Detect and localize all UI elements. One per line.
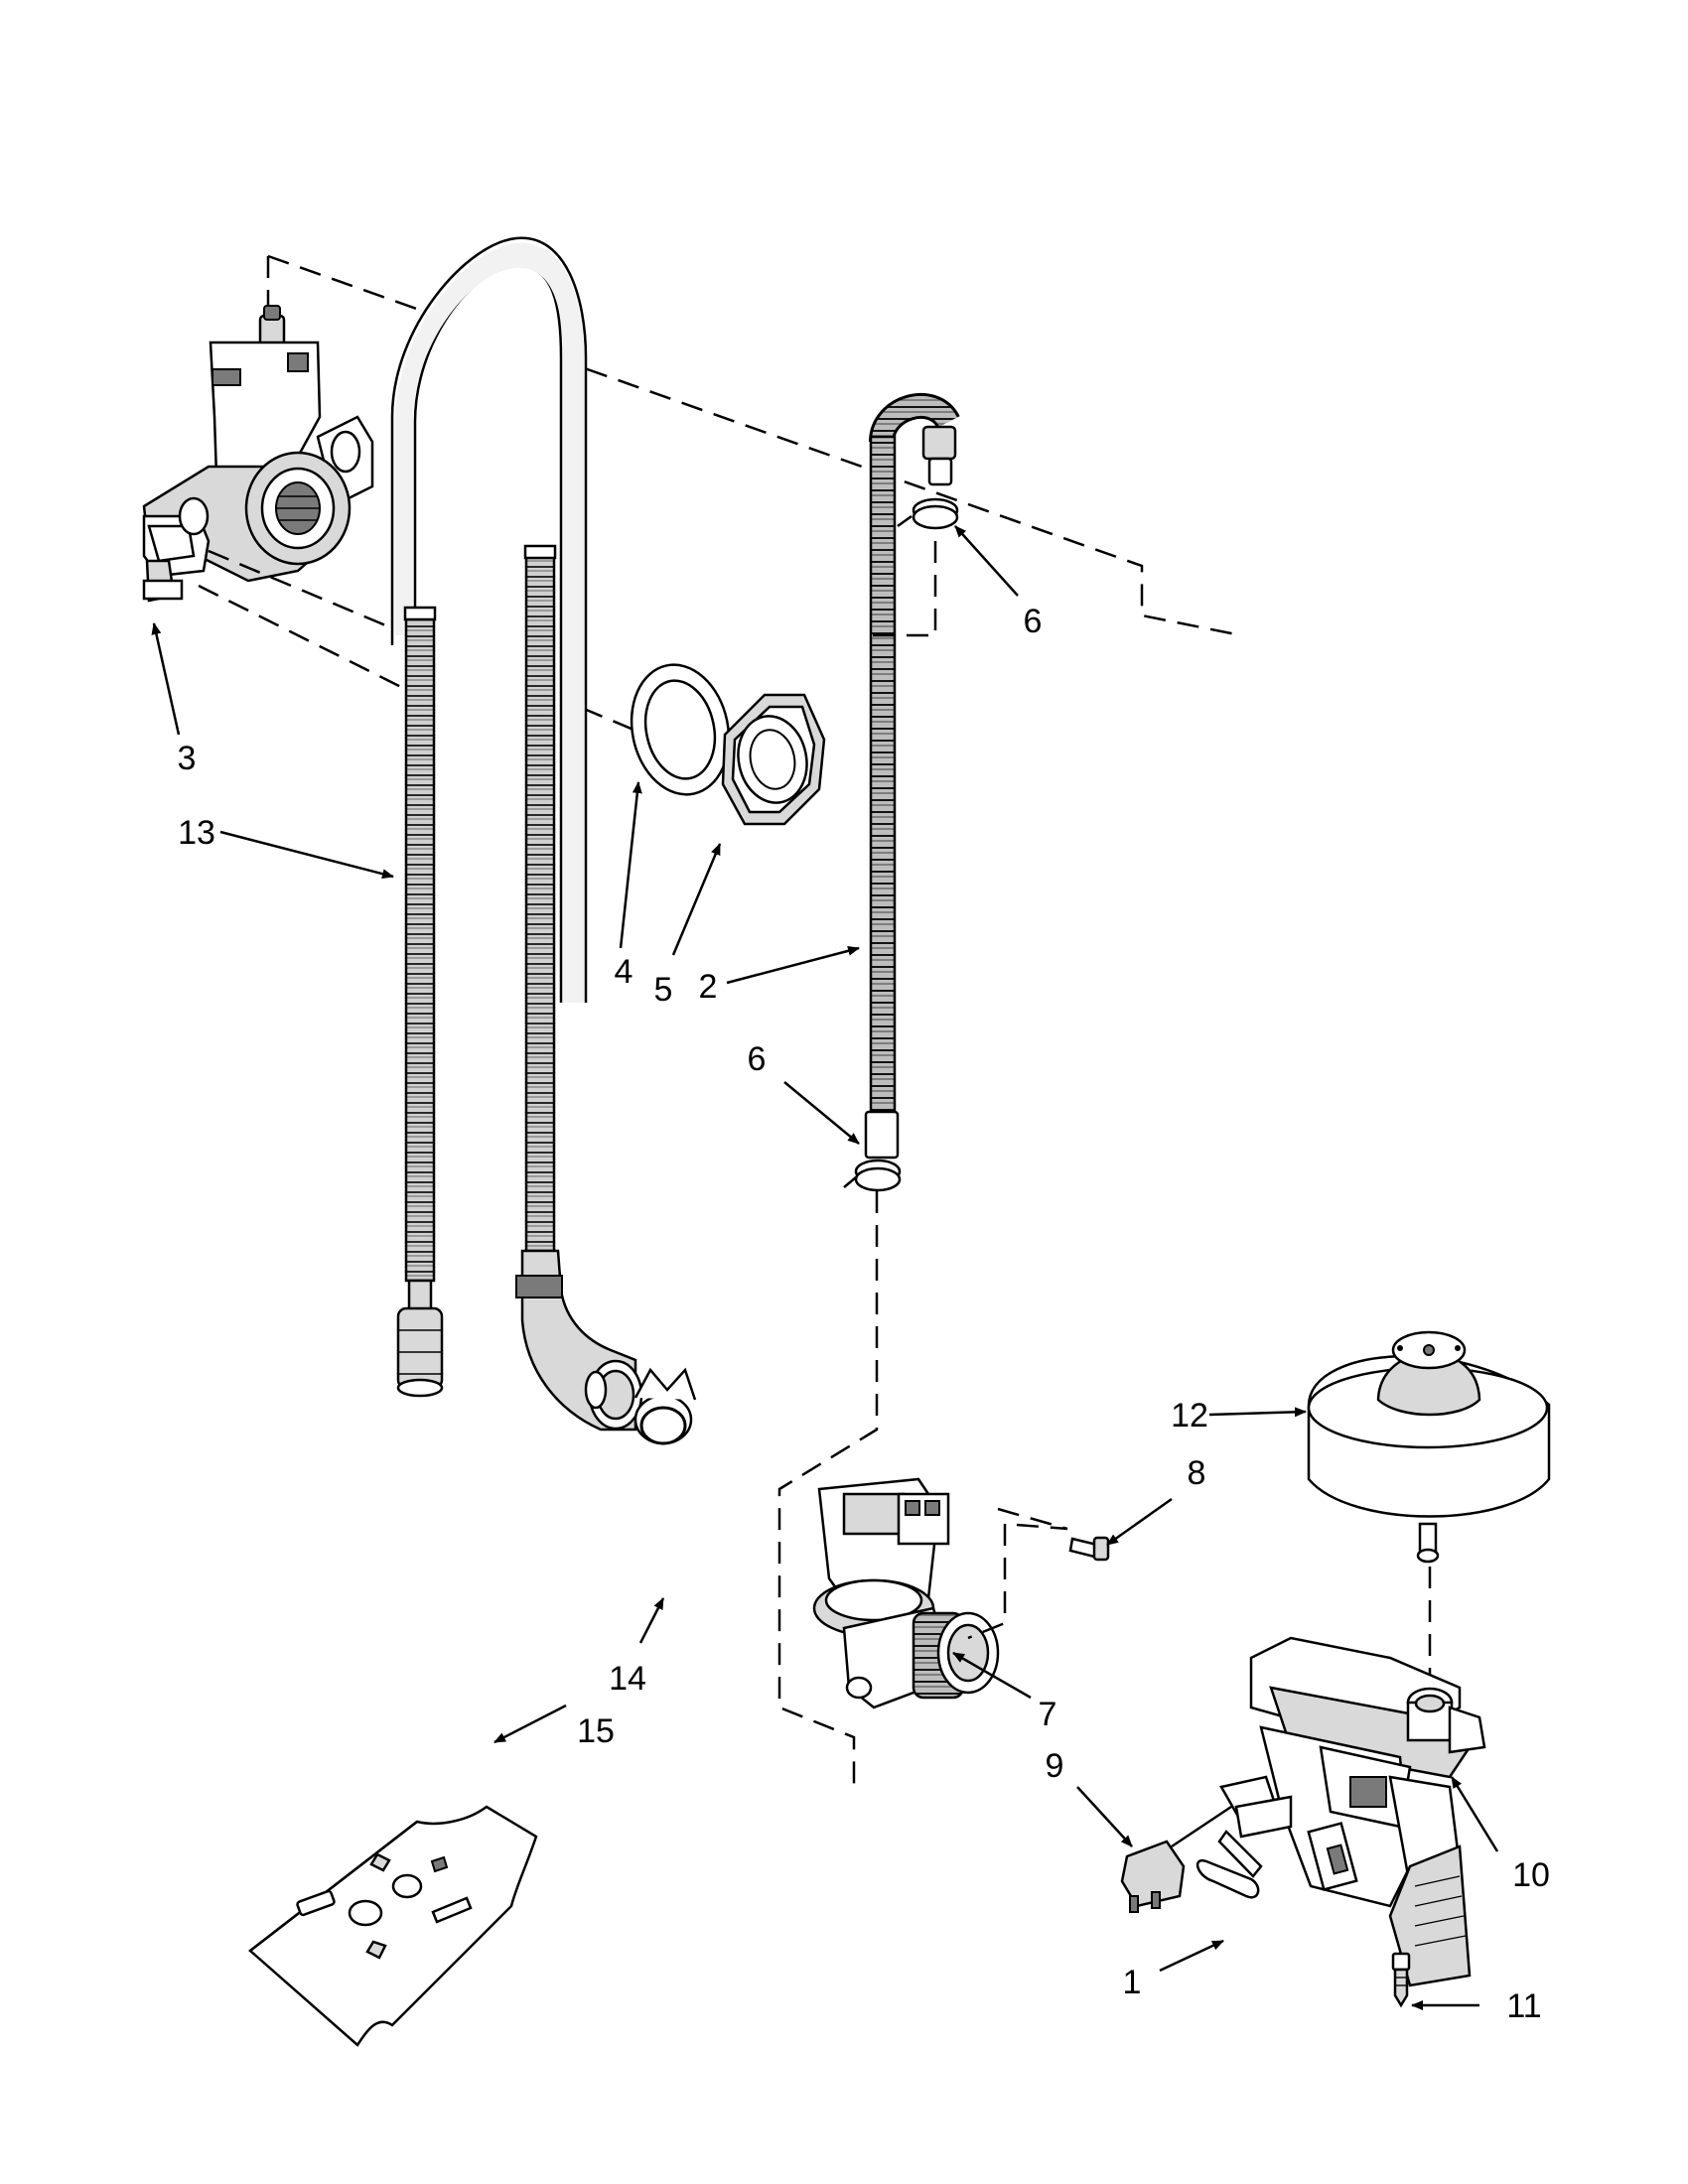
label-1: 1 (1123, 1964, 1142, 2001)
label-11: 11 (1506, 1987, 1541, 2025)
label-2: 2 (699, 968, 718, 1006)
label-14: 14 (609, 1660, 646, 1698)
nut (721, 693, 826, 826)
spring-clamp (633, 1367, 697, 1445)
label-15: 15 (577, 1712, 615, 1750)
hose-clamp-upper (866, 497, 959, 637)
screw-11 (1391, 1952, 1411, 2008)
screw-8 (1068, 1536, 1110, 1562)
micro-switch (1120, 1805, 1232, 1913)
float (1307, 1330, 1551, 1688)
label-8: 8 (1188, 1454, 1206, 1492)
label-6-upper: 6 (1024, 603, 1043, 640)
float-switch-bracket (1219, 1636, 1486, 1987)
label-5: 5 (654, 971, 673, 1009)
label-12: 12 (1171, 1397, 1208, 1434)
label-9: 9 (1046, 1747, 1064, 1785)
label-10: 10 (1512, 1856, 1550, 1894)
air-gap-assembly (142, 254, 1242, 737)
hose-clamp-lower (843, 1159, 902, 1192)
label-13: 13 (178, 814, 215, 852)
leader-arrows (151, 525, 1499, 2010)
label-4: 4 (615, 953, 633, 991)
part-labels: 1 2 3 4 5 6 6 7 8 9 10 11 12 13 14 15 (178, 603, 1550, 2025)
water-valve (812, 1477, 1000, 1709)
fill-hose (864, 393, 960, 1160)
label-7: 7 (1039, 1696, 1057, 1733)
label-6-lower: 6 (748, 1040, 767, 1078)
label-3: 3 (178, 740, 197, 777)
washer (630, 663, 731, 796)
parts-bag (248, 1805, 538, 2047)
drain-hose (390, 236, 643, 1432)
lever (1196, 1830, 1263, 1899)
